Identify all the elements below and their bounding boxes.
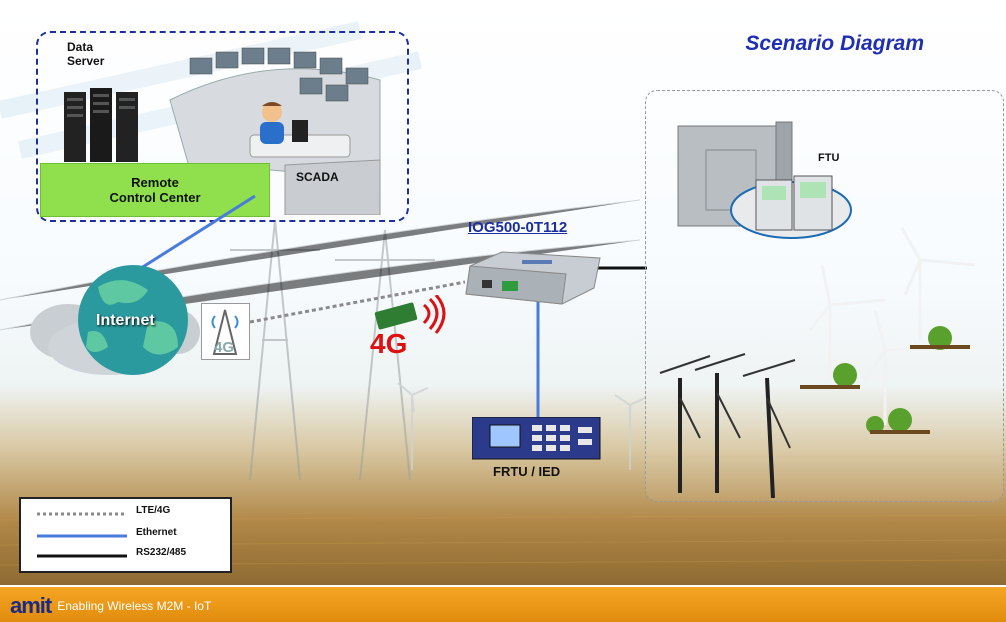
legend-label-lte: LTE/4G [136,505,170,516]
legend-swatch-lte [37,511,127,517]
cell-tower-badge: 4G [201,303,250,360]
frtu-device-icon [472,417,602,462]
footer-tagline: Enabling Wireless M2M - IoT [57,599,211,613]
gateway-model-label[interactable]: IOG500-0T112 [468,219,567,236]
gateway-device-icon [462,248,602,308]
legend-item-ethernet: Ethernet [21,527,230,545]
legend-swatch-ethernet [37,533,127,539]
legend-label-rs232: RS232/485 [136,547,186,558]
wind-turbines-icon [790,220,1002,450]
frtu-ied-label: FRTU / IED [493,464,560,479]
legend-item-lte: LTE/4G [21,505,230,523]
badge-4g-text: 4G [214,339,234,356]
ethernet-link-center-internet [138,196,255,270]
amit-logo: amit [10,593,51,619]
legend-swatch-rs232 [37,553,127,559]
power-poles-icon [655,348,805,498]
internet-label: Internet [96,312,155,330]
ftu-label: FTU [818,152,839,164]
legend-label-ethernet: Ethernet [136,527,177,538]
lte-4g-label: 4G [370,328,407,360]
legend: LTE/4G Ethernet RS232/485 [19,497,232,573]
footer-bar: amit Enabling Wireless M2M - IoT [0,585,1006,622]
legend-item-rs232: RS232/485 [21,547,230,565]
cell-tower-icon: 4G [202,304,249,359]
